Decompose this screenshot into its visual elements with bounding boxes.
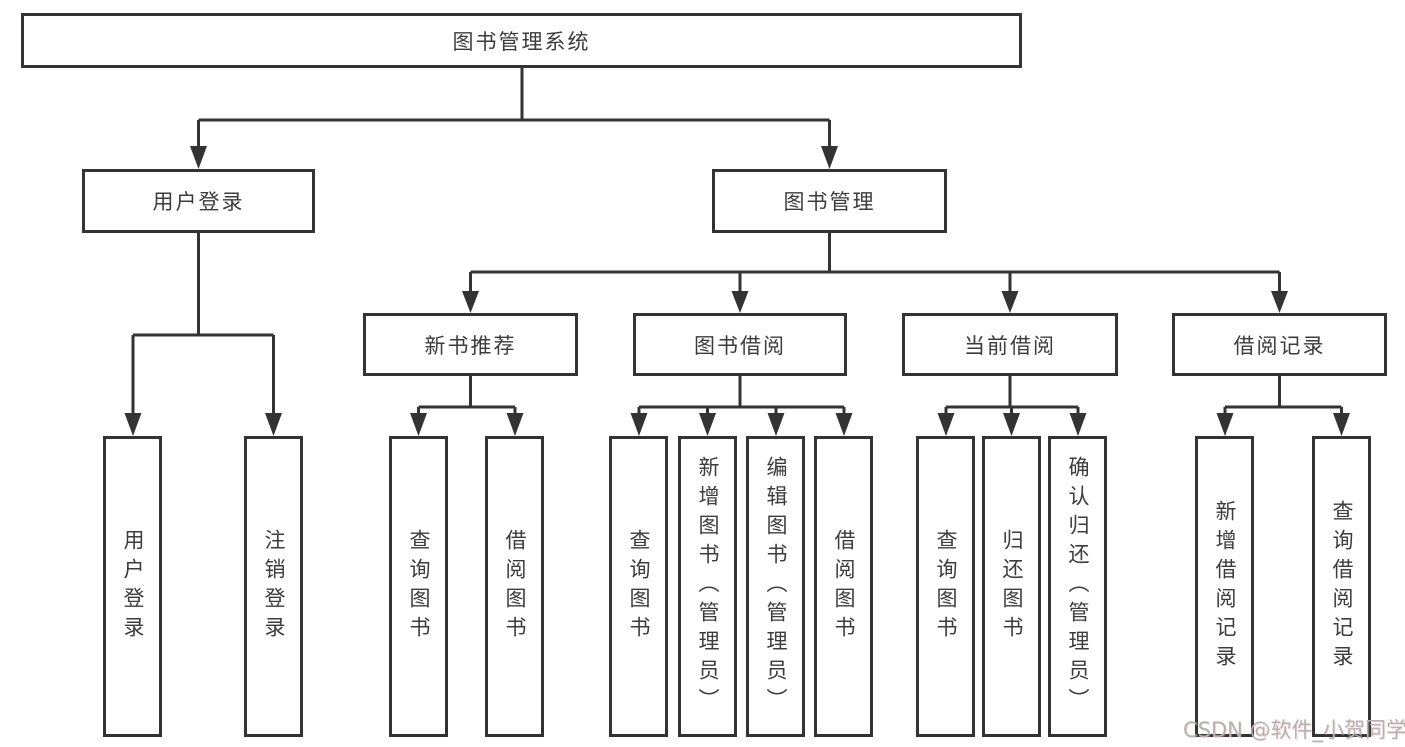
leaf-br-add-record: 新增借阅记录 — [1195, 436, 1254, 737]
node-book-management-branch-label: 图书管理 — [783, 190, 876, 214]
leaf-cb-return-books-label: 归还图书 — [1000, 528, 1024, 645]
node-user-login-branch-label: 用户登录 — [152, 190, 245, 214]
leaf-br-query-record-label: 查询借阅记录 — [1330, 499, 1354, 674]
leaf-bb-add-books-admin: 新增图书（管理员） — [678, 436, 737, 737]
node-root: 图书管理系统 — [21, 13, 1022, 68]
leaf-br-add-record-label: 新增借阅记录 — [1213, 499, 1237, 674]
leaf-nbr-borrow-books: 借阅图书 — [485, 436, 544, 737]
node-book-management-branch: 图书管理 — [712, 169, 947, 233]
leaf-bb-query-books-label: 查询图书 — [627, 528, 651, 645]
leaf-bb-add-books-admin-label: 新增图书（管理员） — [696, 456, 720, 717]
leaf-nbr-borrow-books-label: 借阅图书 — [503, 528, 527, 645]
leaf-cb-confirm-return-admin: 确认归还（管理员） — [1048, 436, 1107, 737]
node-new-book-recommend-label: 新书推荐 — [424, 333, 517, 358]
node-borrow-records-label: 借阅记录 — [1233, 333, 1326, 358]
node-root-label: 图书管理系统 — [452, 29, 591, 54]
leaf-bb-borrow-books-label: 借阅图书 — [832, 528, 856, 645]
leaf-bb-borrow-books: 借阅图书 — [814, 436, 873, 737]
node-user-login-branch: 用户登录 — [82, 169, 315, 233]
leaf-logout-label: 注销登录 — [262, 528, 286, 645]
leaf-cb-query-books-label: 查询图书 — [934, 528, 958, 645]
watermark: CSDN @软件_小贺同学 — [1183, 718, 1405, 742]
leaf-nbr-query-books-label: 查询图书 — [407, 528, 431, 645]
node-current-borrow: 当前借阅 — [902, 313, 1118, 376]
leaf-cb-return-books: 归还图书 — [982, 436, 1041, 737]
leaf-bb-edit-books-admin-label: 编辑图书（管理员） — [764, 456, 788, 717]
leaf-bb-edit-books-admin: 编辑图书（管理员） — [746, 436, 805, 737]
leaf-cb-query-books: 查询图书 — [916, 436, 975, 737]
leaf-cb-confirm-return-admin-label: 确认归还（管理员） — [1066, 456, 1090, 717]
node-current-borrow-label: 当前借阅 — [964, 333, 1056, 358]
leaf-nbr-query-books: 查询图书 — [389, 436, 448, 737]
leaf-user-login: 用户登录 — [103, 436, 162, 737]
arrowhead-icons — [124, 146, 1350, 436]
node-book-borrow-label: 图书借阅 — [694, 333, 786, 358]
leaf-br-query-record: 查询借阅记录 — [1312, 436, 1371, 737]
leaf-user-login-label: 用户登录 — [121, 528, 145, 645]
node-new-book-recommend: 新书推荐 — [363, 313, 578, 376]
leaf-bb-query-books: 查询图书 — [609, 436, 668, 737]
leaf-logout: 注销登录 — [244, 436, 303, 737]
node-borrow-records: 借阅记录 — [1172, 313, 1387, 376]
node-book-borrow: 图书借阅 — [633, 313, 847, 376]
